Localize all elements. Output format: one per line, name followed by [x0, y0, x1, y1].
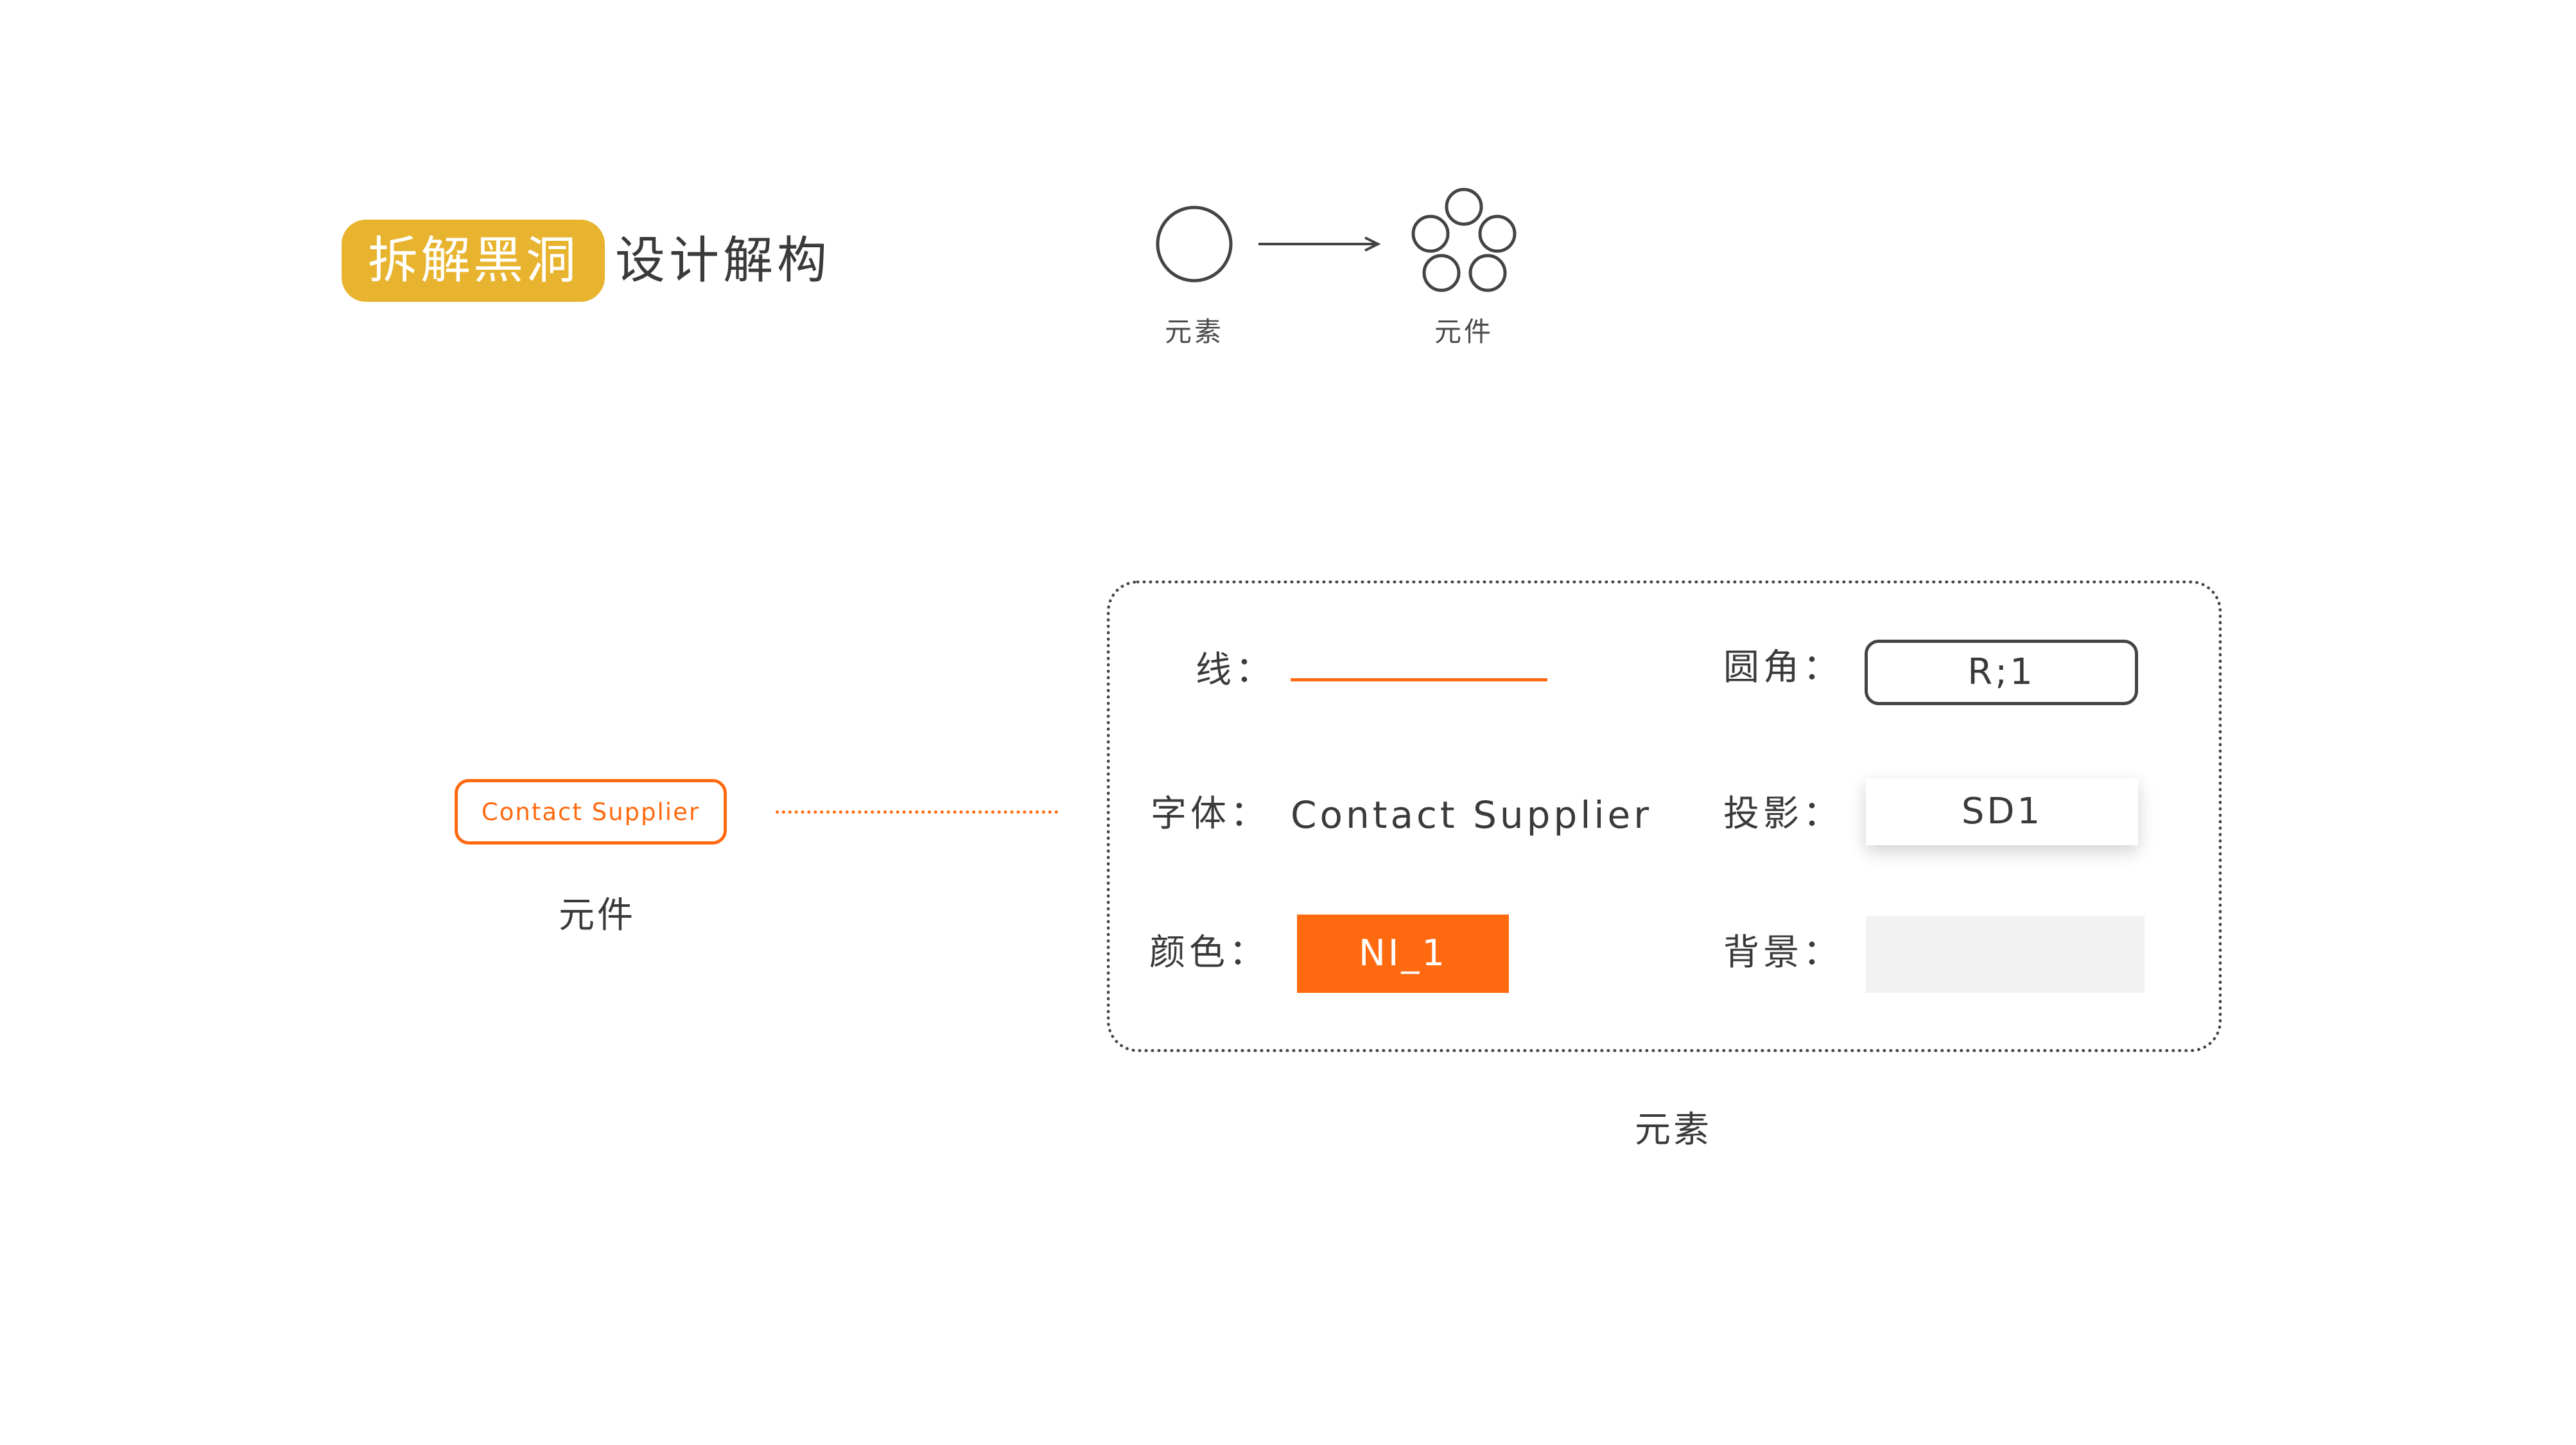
connector-line [776, 810, 1058, 814]
component-caption-top: 元件 [1434, 316, 1493, 347]
radius-label: 圆角： [1723, 647, 1843, 688]
background-sample [1866, 916, 2145, 993]
radius-sample: R;1 [1865, 640, 2138, 705]
font-label: 字体： [1151, 793, 1270, 835]
element-caption: 元素 [1635, 1109, 1712, 1151]
color-swatch: NI_1 [1297, 915, 1509, 993]
color-label: 颜色： [1149, 932, 1269, 974]
font-sample: Contact Supplier [1291, 793, 1653, 837]
title-text: 设计解构 [615, 232, 831, 290]
title-highlight: 拆解黑洞 [367, 232, 579, 290]
title-badge: 拆解黑洞 [342, 220, 605, 302]
component-caption: 元件 [559, 895, 636, 936]
element-panel [1107, 581, 2222, 1052]
element-to-component-diagram [1156, 188, 1517, 292]
right-arrow-icon [1258, 236, 1381, 252]
shadow-sample: SD1 [1866, 778, 2138, 845]
contact-supplier-button[interactable]: Contact Supplier [455, 779, 727, 845]
element-caption-top: 元素 [1164, 316, 1224, 347]
shadow-label: 投影： [1723, 793, 1843, 835]
element-circle-icon [1156, 206, 1233, 283]
component-cluster-icon [1411, 188, 1517, 292]
line-label: 线： [1196, 649, 1275, 691]
background-label: 背景： [1723, 932, 1843, 974]
line-sample [1291, 678, 1547, 681]
